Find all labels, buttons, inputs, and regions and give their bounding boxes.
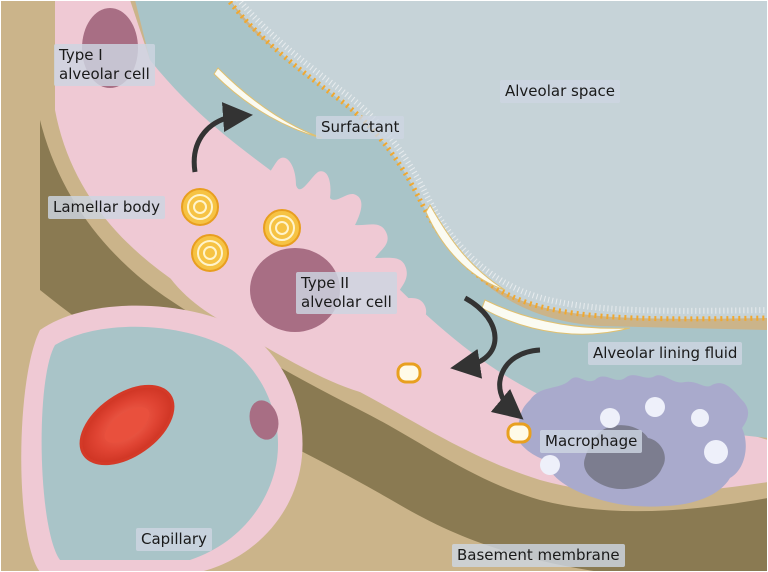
label-alveolar-space: Alveolar space bbox=[500, 80, 620, 103]
macrophage-vacuole-3 bbox=[540, 455, 560, 475]
label-type-ii-alveolar-cell: Type II alveolar cell bbox=[296, 272, 397, 314]
macrophage-vacuole-5 bbox=[691, 409, 709, 427]
label-type-i-alveolar-cell: Type I alveolar cell bbox=[54, 44, 155, 86]
label-basement-membrane: Basement membrane bbox=[452, 544, 625, 567]
secreted-vesicle bbox=[398, 364, 420, 382]
macrophage-vacuole-4 bbox=[704, 440, 728, 464]
label-alveolar-lining-fluid: Alveolar lining fluid bbox=[588, 342, 742, 365]
label-surfactant: Surfactant bbox=[316, 116, 404, 139]
macrophage-vacuole-1 bbox=[600, 408, 620, 428]
lamellar-body-3 bbox=[264, 210, 300, 246]
lamellar-body-2 bbox=[192, 235, 228, 271]
capillary-lumen bbox=[42, 327, 278, 560]
label-capillary: Capillary bbox=[136, 528, 212, 551]
engulfed-vesicle bbox=[508, 424, 530, 442]
label-lamellar-body: Lamellar body bbox=[48, 196, 165, 219]
label-macrophage: Macrophage bbox=[540, 430, 642, 453]
macrophage-vacuole-2 bbox=[645, 397, 665, 417]
lamellar-body-1 bbox=[182, 189, 218, 225]
